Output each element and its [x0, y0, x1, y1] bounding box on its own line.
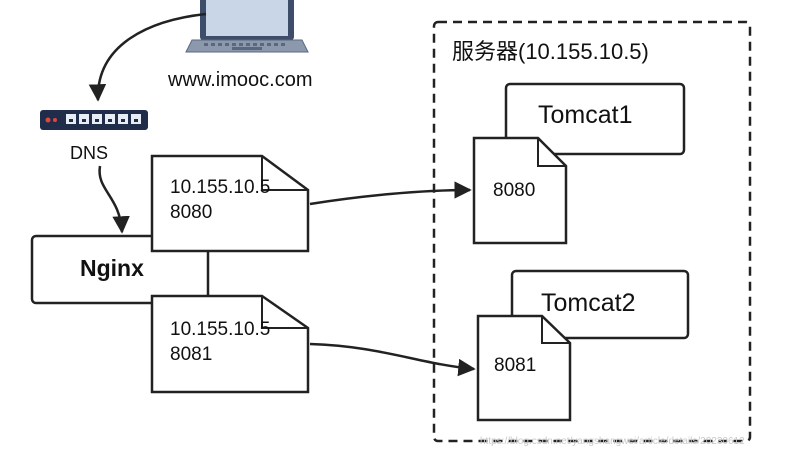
- upstream-2-text: 10.155.10.5 8081: [170, 317, 270, 367]
- tomcat1-box: [504, 82, 686, 156]
- upstream-2-ip: 10.155.10.5: [170, 319, 271, 340]
- upstream-1-ip: 10.155.10.5: [170, 177, 271, 198]
- tomcat2-box: [510, 269, 690, 340]
- tomcat1-port-document: [472, 136, 568, 245]
- arrow-upstream2-to-tomcat2: [309, 342, 476, 377]
- tomcat2-label: Tomcat2: [541, 289, 636, 317]
- tomcat2-port-label: 8081: [494, 355, 537, 376]
- arrow-upstream1-to-tomcat1: [309, 181, 472, 206]
- upstream-document-1: [150, 154, 310, 253]
- tomcat1-label: Tomcat1: [538, 101, 633, 129]
- dns-label: DNS: [70, 143, 109, 163]
- laptop-icon: [185, 0, 309, 53]
- arrow-laptop-to-dns: [88, 12, 207, 102]
- tomcat1-port-label: 8080: [493, 180, 536, 201]
- upstream-1-text: 10.155.10.5 8080: [170, 175, 270, 225]
- upstream-2-port: 8081: [170, 344, 213, 365]
- upstream-1-port: 8080: [170, 202, 213, 223]
- server-container: [432, 20, 752, 443]
- router-icon: [40, 110, 148, 130]
- nginx-label: Nginx: [80, 255, 144, 281]
- client-url-label: www.imooc.com: [168, 69, 313, 91]
- upstream-document-2: [150, 294, 310, 394]
- nginx-box: [30, 234, 210, 305]
- watermark-text: https://blog.csdn.net/yangshangwei/artic…: [480, 436, 745, 447]
- arrow-dns-to-nginx: [98, 165, 130, 234]
- server-title: 服务器(10.155.10.5): [452, 39, 649, 64]
